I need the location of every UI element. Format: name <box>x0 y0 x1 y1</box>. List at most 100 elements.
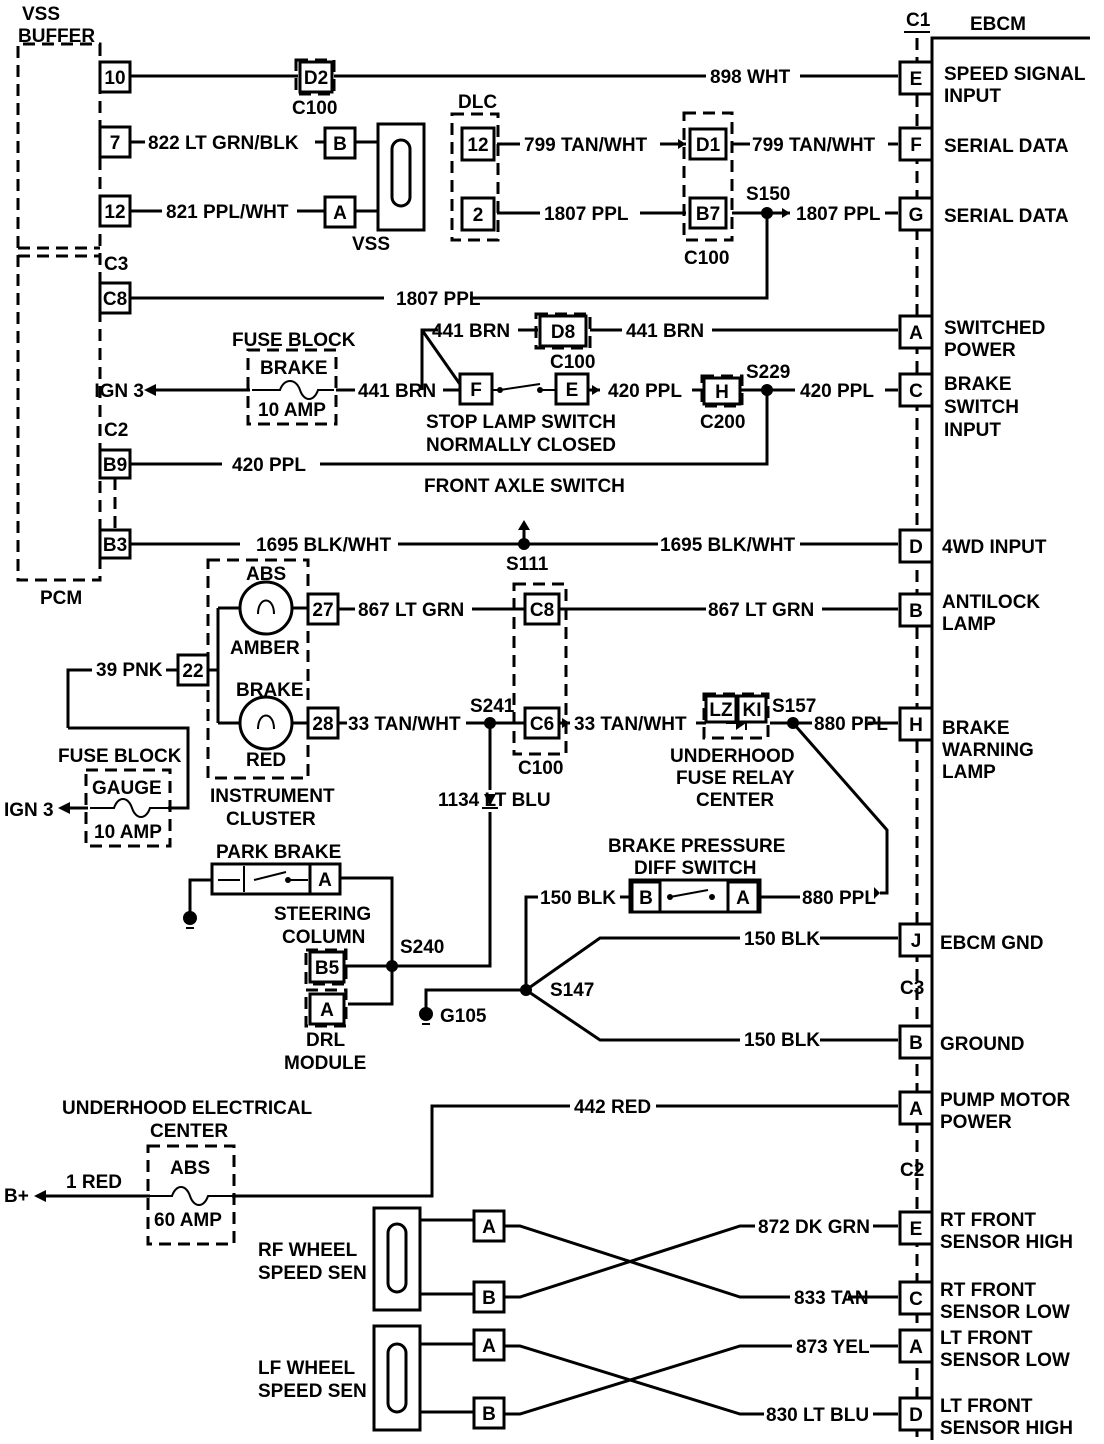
stop-lamp-dot-1 <box>497 387 503 393</box>
pin-c100-c8: C8 <box>523 592 561 626</box>
c100-label-c: C100 <box>518 758 563 779</box>
steering-column-outline <box>304 948 348 986</box>
vss-coil <box>390 138 412 208</box>
fuse-block-1-title: FUSE BLOCK <box>232 330 356 351</box>
diode-icon <box>484 794 496 806</box>
fn-bwl-3: LAMP <box>942 762 996 783</box>
fn-speed-1: SPEED SIGNAL <box>944 64 1086 85</box>
pin-box <box>630 880 662 914</box>
fn-lfl-2: SENSOR LOW <box>940 1350 1070 1371</box>
pin-box <box>98 448 132 480</box>
vss-buffer-label-2: BUFFER <box>18 26 95 47</box>
ebcm-outline <box>930 36 1090 1440</box>
wire-label-420c: 420 PPL <box>232 455 306 476</box>
pin-label: LZ <box>709 700 733 721</box>
wire-420-pcm <box>130 390 769 466</box>
pin-e-e2: E <box>898 1210 934 1246</box>
lf-label-2: SPEED SEN <box>258 1381 367 1402</box>
pin-box <box>98 194 132 228</box>
pin-box <box>176 653 210 687</box>
pin-box <box>898 1280 934 1316</box>
pin-bp-b: B <box>630 880 662 914</box>
park-dot <box>285 877 291 883</box>
pin-pb9: B9 <box>98 448 132 480</box>
wire-label-420a: 420 PPL <box>608 381 682 402</box>
c100-label-d2: C100 <box>292 98 337 119</box>
park-brake-label: PARK BRAKE <box>216 842 341 863</box>
ground-icon-g105 <box>419 1007 433 1025</box>
lf-label-1: LF WHEEL <box>258 1358 355 1379</box>
c100-outline-d2 <box>294 58 336 96</box>
pcm-label: PCM <box>40 588 82 609</box>
pin-label: H <box>715 382 729 403</box>
wire-label-830: 830 LT BLU <box>766 1405 869 1426</box>
fn-serial-2: SERIAL DATA <box>944 206 1069 227</box>
fuse-block-2-rating: 10 AMP <box>94 822 162 843</box>
pin-label: E <box>566 380 579 401</box>
cluster-label-2: CLUSTER <box>226 809 316 830</box>
fn-antilock-2: LAMP <box>942 614 996 635</box>
wire-label-441a: 441 BRN <box>358 381 436 402</box>
wire-150-bp <box>524 895 632 990</box>
wire-label-1807a: 1807 PPL <box>544 204 629 225</box>
arrow-ign3-b <box>58 802 70 814</box>
rf-label-1: RF WHEEL <box>258 1240 358 1261</box>
pin-box <box>98 281 132 315</box>
c100-outline-c <box>512 582 568 756</box>
brake-filament <box>257 714 275 730</box>
fn-ebcm-gnd: EBCM GND <box>940 933 1043 954</box>
fn-rfl-2: SENSOR LOW <box>940 1302 1070 1323</box>
symbols <box>34 139 880 1206</box>
fuse-block-1-name: BRAKE <box>260 358 328 379</box>
wire-label-150a: 150 BLK <box>540 888 616 909</box>
wire-label-872: 872 DK GRN <box>758 1217 870 1238</box>
pin-stop-e: E <box>554 372 590 406</box>
ign3-b: IGN 3 <box>4 800 54 821</box>
pin-label: KI <box>743 700 762 721</box>
ign3-a: IGN 3 <box>94 381 144 402</box>
pin-box <box>898 1396 934 1432</box>
wire-150-ground <box>525 988 898 1042</box>
fuse-block-2-title: FUSE BLOCK <box>58 746 182 767</box>
wire-park-s240 <box>340 876 394 1006</box>
pin-label: E <box>910 69 923 90</box>
pin-label: B <box>482 1288 496 1309</box>
fn-bwl-1: BRAKE <box>942 718 1010 739</box>
fuse-block-1-rating: 10 AMP <box>258 400 326 421</box>
pin-label: A <box>482 1217 496 1238</box>
pin-box <box>523 592 561 626</box>
pin-box <box>898 196 934 232</box>
pin-box <box>472 1328 506 1362</box>
pin-vss-b: B <box>323 126 357 160</box>
pin-box <box>702 376 742 406</box>
pin-box <box>554 372 590 406</box>
pin-label: D2 <box>304 68 328 89</box>
fuse-block-gauge <box>84 768 172 848</box>
ufrc-outline <box>702 692 770 740</box>
abs-filament <box>257 599 275 615</box>
pin-label: 12 <box>467 135 488 156</box>
vss-internal <box>356 140 378 213</box>
splice-s240 <box>386 960 398 972</box>
pcm-divider <box>18 246 100 258</box>
pin-label: A <box>318 870 332 891</box>
pin-box <box>898 126 934 162</box>
pin-label: B <box>909 601 923 622</box>
pin-label: H <box>909 715 923 736</box>
pin-label: B7 <box>696 204 720 225</box>
fn-ground: GROUND <box>940 1034 1024 1055</box>
pin-box <box>898 706 934 742</box>
pin-e-j: J <box>898 922 934 958</box>
pin-label: 27 <box>312 600 333 621</box>
fn-swpwr-1: SWITCHED <box>944 318 1045 339</box>
pin-box <box>726 880 760 914</box>
pin-label: D8 <box>551 322 575 343</box>
pin-rf-b: B <box>472 1280 506 1314</box>
pin-label: C <box>909 381 923 402</box>
pin-label: B <box>639 888 653 909</box>
fn-rfl-1: RT FRONT <box>940 1280 1036 1301</box>
wire-label-441c: 441 BRN <box>626 321 704 342</box>
pin-label: J <box>911 931 922 952</box>
pin-box <box>306 592 340 626</box>
pin-h200: H <box>702 376 742 406</box>
